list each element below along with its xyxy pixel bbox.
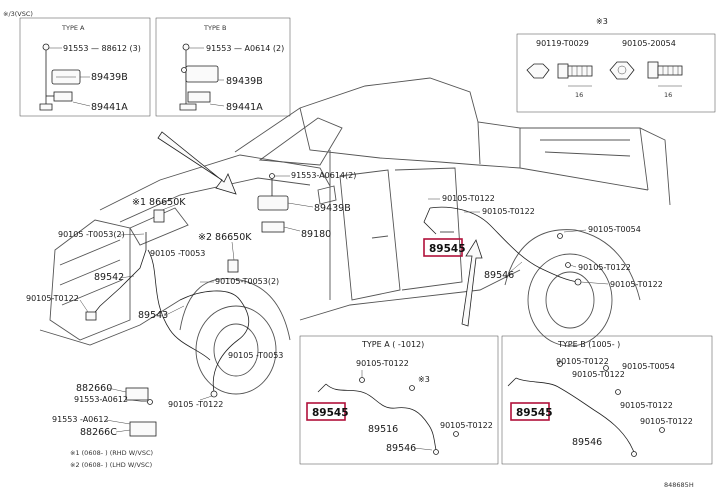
fastener-left-part: 90119-T0029 — [536, 39, 589, 48]
type-a-89516: 89516 — [368, 424, 398, 435]
label-89439b: 89439B — [314, 203, 351, 214]
label-89545-main: 89545 — [429, 243, 466, 255]
type-b-detail-frame — [501, 335, 713, 465]
header-note: ※/3(VSC) — [3, 10, 33, 18]
type-b-inset: TYPE B 91553 — A0614 (2) 89439B 89441A — [155, 17, 291, 117]
type-b-inset-frame — [155, 17, 291, 117]
horn-86650k-1-icon — [153, 209, 165, 223]
type-a-detail-box: TYPE A ( -1012) 90105-T0122 ※3 89545 895… — [299, 335, 499, 465]
pointer-arrows — [157, 131, 483, 327]
type-a-inset: TYPE A 91553 — 88612 (3) 89439B 89441A — [19, 17, 151, 117]
arrow-to-sensor-icon — [157, 131, 237, 195]
type-a-inset-frame — [19, 17, 151, 117]
label-91553-a0612-a: 91553-A0612 — [74, 395, 128, 404]
truck-outline — [39, 77, 671, 395]
label-90105-t0053-a: 90105 -T0053(2) — [58, 230, 125, 239]
fastener-left-dim: 16 — [575, 91, 583, 99]
type-b-inset-title: TYPE B — [203, 24, 227, 32]
height-sensor-b-icon — [179, 43, 219, 111]
sensor-882660-icon — [125, 387, 149, 401]
type-a-fastener-label: 91553 — 88612 (3) — [63, 44, 141, 53]
label-90105-t0122-left: 90105-T0122 — [26, 294, 79, 303]
main-harness-parts — [85, 173, 582, 437]
type-b-detail-box: TYPE B (1005- ) 90105-T0122 90105-T0122 … — [501, 335, 713, 465]
footnote-2: ※2 (0608- ) (LHD W/VSC) — [70, 461, 152, 469]
label-88266c: 88266C — [80, 427, 117, 438]
type-b-fastener-label: 91553 — A0614 (2) — [206, 44, 284, 53]
label-91553-a0612-b: 91553 -A0612 — [52, 415, 109, 424]
type-a-t0122-right: 90105-T0122 — [440, 421, 493, 430]
label-89546-main: 89546 — [484, 270, 514, 281]
label-89542: 89542 — [94, 272, 124, 283]
sensor-88266c-icon — [129, 421, 157, 437]
label-90105-t0053-b: 90105 -T0053 — [150, 249, 205, 258]
hex-nut-icon — [526, 63, 550, 79]
hex-flange-icon — [609, 61, 635, 80]
type-a-detail-title: TYPE A ( -1012) — [361, 340, 424, 349]
type-b-89546: 89546 — [572, 437, 602, 448]
label-86650k-1: ※1 86650K — [132, 197, 186, 208]
type-a-detail-frame — [299, 335, 499, 465]
hex-bolt-icon — [647, 61, 683, 79]
type-b-t0122-a: 90105-T0122 — [556, 357, 609, 366]
diagram-code: 848685H — [664, 481, 694, 489]
label-90105-t0122-bottom: 90105 -T0122 — [168, 400, 223, 409]
height-sensor-89180-icon — [261, 221, 285, 233]
height-sensor-89439b-icon — [257, 195, 289, 211]
type-a-t0122-top: 90105-T0122 — [356, 359, 409, 368]
label-882660: 882660 — [76, 383, 112, 394]
type-a-89545: 89545 — [312, 407, 349, 419]
type-b-highlight-89545 — [510, 402, 550, 421]
fastener-inset-title: ※3 — [596, 17, 608, 26]
flange-bolt-icon — [557, 63, 593, 79]
horn-86650k-2-icon — [227, 259, 239, 273]
type-b-89439b-label: 89439B — [226, 76, 263, 87]
fastener-right-part: 90105-20054 — [622, 39, 676, 48]
label-90105-t0122-r2: 90105-T0122 — [482, 207, 535, 216]
label-91553-a0614: 91553-A0614(2) — [291, 171, 356, 180]
footnote-1: ※1 (0608- ) (RHD W/VSC) — [70, 449, 153, 457]
label-90105-t0053-d: 90105 -T0053 — [228, 351, 283, 360]
fastener-right-dim: 16 — [664, 91, 672, 99]
label-90105-t0122-r3: 90105-T0122 — [578, 263, 631, 272]
type-a-89441a-label: 89441A — [91, 102, 128, 113]
type-b-89441a-label: 89441A — [226, 102, 263, 113]
type-b-detail-title: TYPE B (1005- ) — [557, 340, 620, 349]
main-labels: 91553-A0614(2) 89439B 89180 ※1 86650K ※2… — [26, 171, 663, 438]
label-90105-t0053-c: 90105-T0053(2) — [215, 277, 279, 286]
type-b-t0122-b: 90105-T0122 — [572, 370, 625, 379]
label-86650k-2: ※2 86650K — [198, 232, 252, 243]
type-a-89439b-label: 89439B — [91, 72, 128, 83]
label-89180: 89180 — [301, 229, 331, 240]
type-b-89545: 89545 — [516, 407, 553, 419]
fastener-inset-frame — [516, 33, 716, 113]
type-b-t0122-c: 90105-T0122 — [620, 401, 673, 410]
type-a-inset-title: TYPE A — [61, 24, 85, 32]
type-a-s3: ※3 — [418, 375, 430, 384]
label-90105-t0054: 90105-T0054 — [588, 225, 641, 234]
label-89543: 89543 — [138, 310, 168, 321]
highlight-89545-main — [423, 238, 463, 257]
height-sensor-a-icon — [39, 43, 81, 111]
type-b-t0054: 90105-T0054 — [622, 362, 675, 371]
type-b-t0122-d: 90105-T0122 — [640, 417, 693, 426]
fastener-inset: ※3 90119-T0029 90105-20054 16 16 — [516, 17, 716, 113]
arrow-to-rear-icon — [461, 239, 483, 327]
label-90105-t0122-r1: 90105-T0122 — [442, 194, 495, 203]
type-a-highlight-89545 — [306, 402, 346, 421]
label-90105-t0122-r4: 90105-T0122 — [610, 280, 663, 289]
type-a-89546: 89546 — [386, 443, 416, 454]
